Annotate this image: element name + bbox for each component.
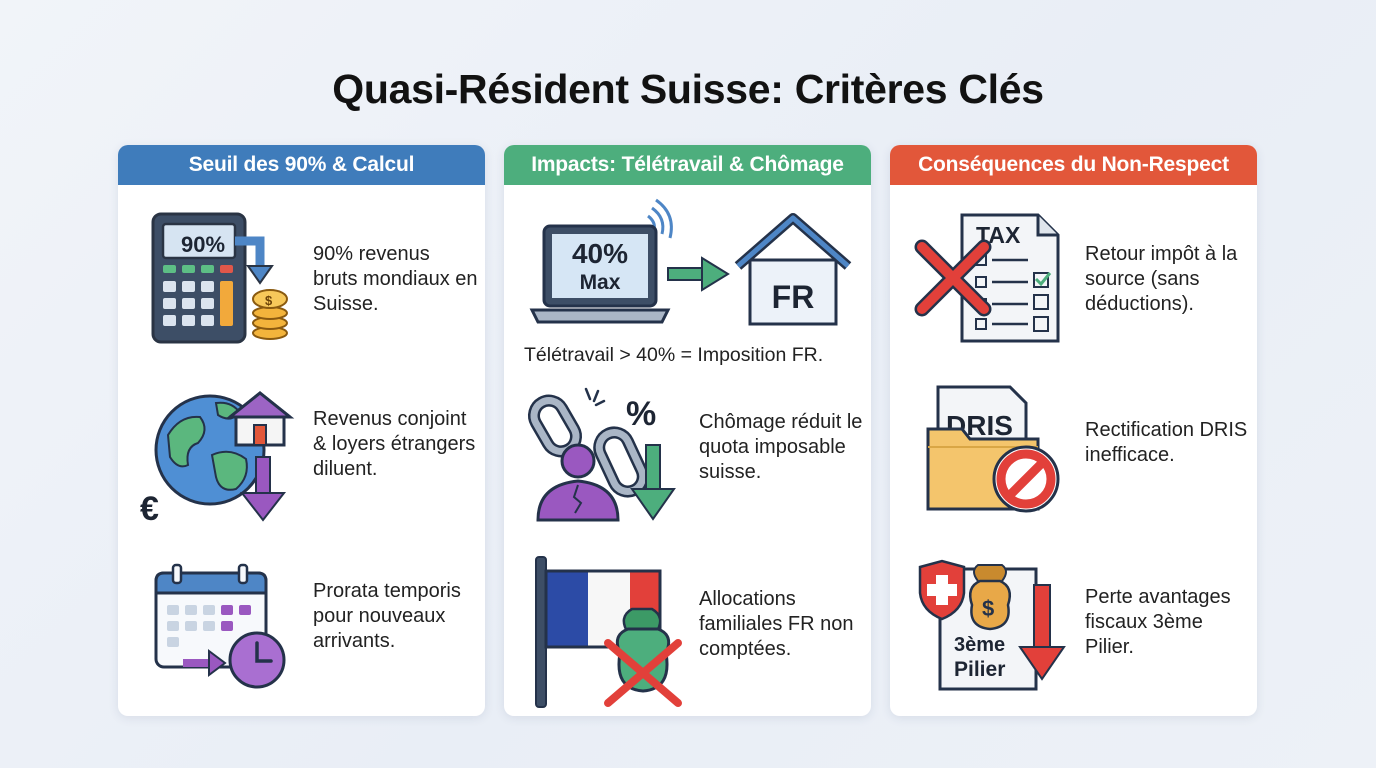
list-item: Allocations familiales FR non comptées. — [504, 145, 871, 716]
list-item: 90% $ 90% revenus bruts mondiaux en Suis… — [118, 145, 485, 716]
french-flag-moneybag-icon — [535, 556, 682, 708]
laptop-house-icon: 40% Max FR — [529, 198, 852, 326]
item-text: Prorata temporis pour nouveaux arrivants… — [313, 580, 461, 652]
pillar-line-2: Pilier — [954, 658, 1005, 681]
broken-chain-person-icon: % — [528, 387, 676, 522]
item-text: Chômage réduit le quota imposable suisse… — [699, 411, 863, 483]
house-label: FR — [772, 279, 815, 315]
page-title: Quasi-Résident Suisse: Critères Clés — [332, 66, 1044, 112]
laptop-percent: 40% — [572, 238, 628, 269]
item-text: Allocations familiales FR non comptées. — [699, 588, 854, 660]
calculator-icon: 90% $ — [151, 212, 288, 344]
list-item: % Chômage réduit le quota imposable suis… — [504, 145, 871, 716]
list-item: $ 3ème Pilier Perte avantages fiscaux 3è… — [890, 145, 1257, 716]
card-header: Conséquences du Non-Respect — [890, 145, 1257, 185]
item-text: Revenus conjoint & loyers étrangers dilu… — [313, 408, 476, 480]
coin-symbol: $ — [265, 293, 273, 308]
euro-symbol: € — [140, 490, 159, 528]
card-threshold: Seuil des 90% & Calcul 90% — [118, 145, 485, 716]
list-item: DRIS Rectification DRIS inefficace. — [890, 145, 1257, 716]
calendar-clock-icon — [154, 563, 286, 689]
list-item: Prorata temporis pour nouveaux arrivants… — [118, 145, 485, 716]
item-text: Rectification DRIS inefficace. — [1085, 419, 1248, 466]
item-text: 90% revenus bruts mondiaux en Suisse. — [313, 243, 478, 315]
card-impacts: Impacts: Télétravail & Chômage 40% Max F… — [504, 145, 871, 716]
card-header: Seuil des 90% & Calcul — [118, 145, 485, 185]
item-text: Télétravail > 40% = Imposition FR. — [524, 344, 824, 366]
dris-folder-prohibited-icon: DRIS — [926, 385, 1060, 513]
globe-house-icon: € — [140, 391, 295, 528]
card-consequences: Conséquences du Non-Respect TAX Retour i… — [890, 145, 1257, 716]
item-text: Perte avantages fiscaux 3ème Pilier. — [1085, 586, 1231, 658]
bag-symbol: $ — [982, 596, 994, 621]
card-header: Impacts: Télétravail & Chômage — [504, 145, 871, 185]
laptop-max: Max — [580, 271, 621, 294]
pillar-line-1: 3ème — [954, 634, 1005, 656]
item-text: Retour impôt à la source (sans déduction… — [1085, 243, 1238, 315]
percent-symbol: % — [626, 395, 656, 433]
list-item: € Revenus conjoint & loyers étrangers di… — [118, 145, 485, 716]
calculator-display: 90% — [181, 232, 225, 257]
third-pillar-loss-icon: $ 3ème Pilier — [918, 559, 1066, 691]
list-item: 40% Max FR Télétravail > 40% = Impositio… — [504, 145, 871, 716]
tax-form-cross-icon: TAX — [914, 213, 1060, 343]
list-item: TAX Retour impôt à la source (sans déduc… — [890, 145, 1257, 716]
